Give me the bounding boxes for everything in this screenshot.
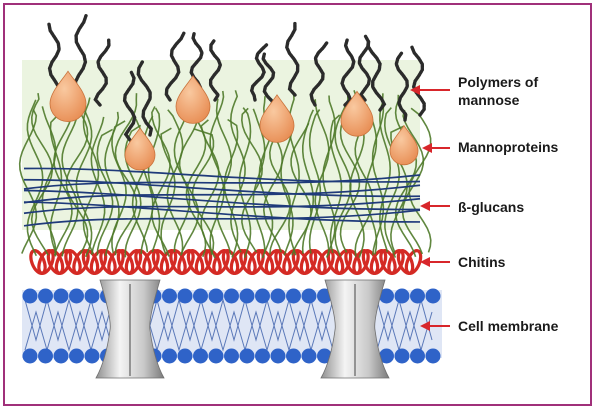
- lipid-head: [410, 349, 425, 364]
- lipid-head: [193, 349, 208, 364]
- lipid-head: [302, 289, 317, 304]
- lipid-head: [395, 349, 410, 364]
- lipid-head: [255, 289, 270, 304]
- lipid-head: [162, 289, 177, 304]
- label-arrow-head: [422, 143, 432, 153]
- lipid-head: [240, 349, 255, 364]
- lipid-head: [54, 349, 69, 364]
- lipid-head: [224, 289, 239, 304]
- lipid-head: [426, 289, 441, 304]
- lipid-head: [38, 289, 53, 304]
- lipid-head: [54, 289, 69, 304]
- lipid-head: [69, 349, 84, 364]
- lipid-head: [271, 349, 286, 364]
- lipid-head: [23, 289, 38, 304]
- label-arrow-head: [420, 201, 430, 211]
- lipid-head: [209, 349, 224, 364]
- lipid-head: [224, 349, 239, 364]
- label-polymers-of-mannose: Polymers of mannose: [458, 73, 538, 109]
- label-polymers-line1: Polymers of: [458, 73, 538, 91]
- lipid-head: [286, 289, 301, 304]
- lipid-head: [178, 349, 193, 364]
- lipid-head: [271, 289, 286, 304]
- lipid-head: [410, 289, 425, 304]
- lipid-head: [23, 349, 38, 364]
- lipid-head: [286, 349, 301, 364]
- lipid-head: [85, 289, 100, 304]
- label-chitins: Chitins: [458, 253, 505, 271]
- lipid-head: [162, 349, 177, 364]
- lipid-head: [255, 349, 270, 364]
- lipid-head: [395, 289, 410, 304]
- label-polymers-line2: mannose: [458, 91, 538, 109]
- lipid-head: [302, 349, 317, 364]
- lipid-head: [38, 349, 53, 364]
- label-cell-membrane: Cell membrane: [458, 317, 558, 335]
- lipid-head: [426, 349, 441, 364]
- lipid-head: [193, 289, 208, 304]
- lipid-head: [178, 289, 193, 304]
- lipid-head: [69, 289, 84, 304]
- label-mannoproteins: Mannoproteins: [458, 138, 558, 156]
- label-glucans: ß-glucans: [458, 198, 524, 216]
- lipid-head: [209, 289, 224, 304]
- lipid-head: [240, 289, 255, 304]
- lipid-head: [85, 349, 100, 364]
